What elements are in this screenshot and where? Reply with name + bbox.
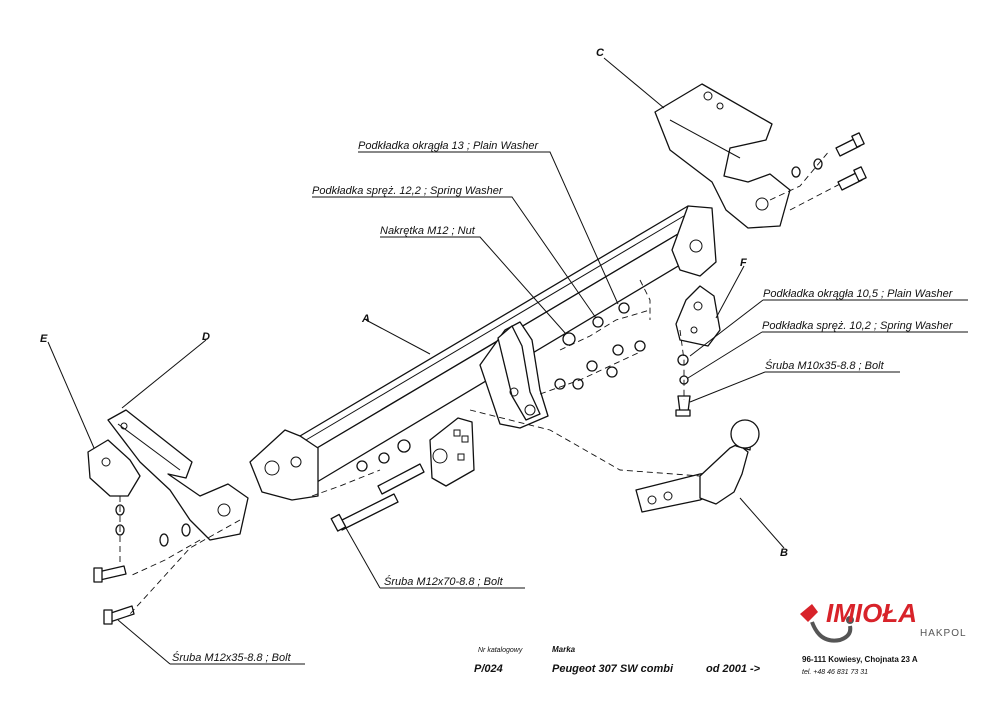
callout-nut-m12: Nakrętka M12 ; Nut	[380, 225, 476, 237]
beam-right-end-plate	[671, 205, 717, 277]
bracket-d	[107, 409, 249, 541]
hook-logo-icon	[800, 604, 854, 643]
vehicle-model: Peugeot 307 SW combi	[552, 663, 674, 675]
catalog-label: Nr katalogowy	[478, 647, 523, 654]
bolts-m12x35	[93, 504, 191, 625]
callout-plain-washer-13: Podkładka okrągła 13 ; Plain Washer	[358, 140, 540, 152]
company-logo: IMIOŁA HAKPOL	[800, 598, 967, 643]
part-letter-f: F	[740, 257, 747, 269]
center-mounting-plate	[479, 321, 549, 429]
brand-label: Marka	[552, 645, 576, 654]
bolt-m12x70	[330, 439, 425, 532]
beam-left-end-plate	[249, 429, 319, 501]
callout-spring-washer-12: Podkładka spręż. 12,2 ; Spring Washer	[312, 185, 504, 197]
socket-plate	[429, 417, 475, 487]
footer: Nr katalogowy P/024 Marka Peugeot 307 SW…	[474, 645, 918, 676]
leader-lines	[47, 57, 968, 665]
logo-subtitle: HAKPOL	[920, 628, 967, 639]
catalog-number: P/024	[474, 663, 503, 675]
callout-spring-washer-10: Podkładka spręż. 10,2 ; Spring Washer	[762, 320, 954, 332]
ball-hitch-b	[635, 419, 760, 513]
bracket-e	[87, 439, 141, 497]
bracket-c	[654, 83, 791, 229]
part-letter-a: A	[361, 313, 370, 325]
callout-plain-washer-10: Podkładka okrągła 10,5 ; Plain Washer	[763, 288, 954, 300]
bolts-m10x35	[675, 354, 691, 417]
part-letter-d: D	[202, 331, 210, 343]
logo-name: IMIOŁA	[826, 598, 917, 628]
callout-bolt-m12x70: Śruba M12x70-8.8 ; Bolt	[384, 575, 504, 588]
assembly-lines	[119, 149, 841, 615]
part-letter-e: E	[40, 333, 48, 345]
production-year: od 2001 ->	[706, 663, 761, 675]
company-address: 96-111 Kowiesy, Chojnata 23 A	[802, 655, 918, 664]
callout-bolt-m10x35: Śruba M10x35-8.8 ; Bolt	[765, 359, 885, 372]
bolts-right-top	[791, 132, 867, 191]
callout-bolt-m12x35: Śruba M12x35-8.8 ; Bolt	[172, 651, 292, 664]
part-letter-b: B	[780, 547, 788, 559]
nuts-center-top	[554, 302, 646, 390]
company-phone: tel. +48 46 831 73 31	[802, 669, 868, 676]
bracket-f	[675, 285, 721, 347]
part-letter-c: C	[596, 47, 605, 59]
